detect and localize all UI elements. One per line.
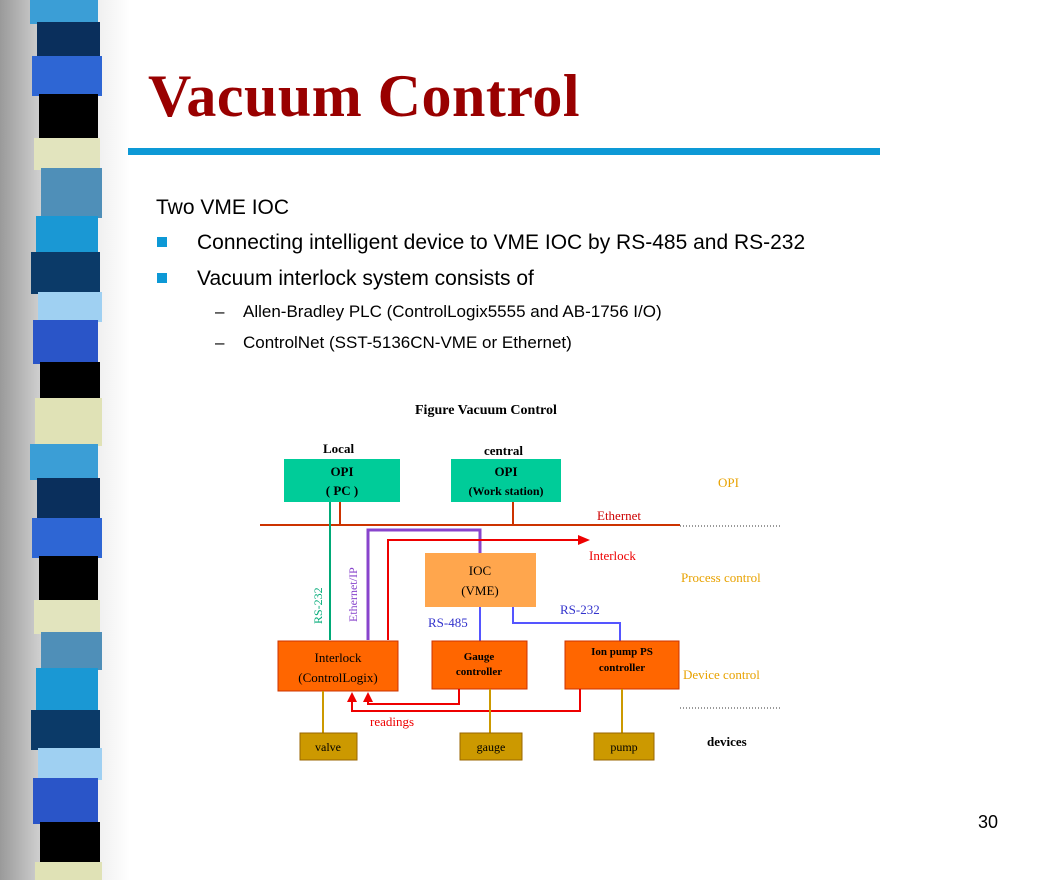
- ionpump-ctrl-line1: Ion pump PS: [591, 646, 653, 658]
- ethernet-ip-vertical-label: Ethernet/IP: [346, 567, 360, 622]
- figure-title: Figure Vacuum Control: [415, 403, 557, 418]
- stripe-block: [38, 292, 102, 322]
- opi-local-line2: ( PC ): [326, 483, 359, 498]
- local-label: Local: [323, 441, 354, 456]
- ioc-line2: (VME): [461, 583, 499, 598]
- interlock-line: [387, 539, 580, 640]
- sub-bullet-dash: –: [215, 333, 225, 352]
- stripe-block: [31, 252, 100, 294]
- stripe-block: [40, 362, 100, 400]
- page-number: 30: [978, 812, 999, 832]
- vacuum-control-diagram: Figure Vacuum Control Local central OPI …: [260, 403, 780, 761]
- stripe-block: [41, 168, 102, 218]
- rs232-ioc-label: RS-232: [560, 602, 600, 617]
- stripe-block: [39, 94, 98, 140]
- bullet-1-text: Connecting intelligent device to VME IOC…: [197, 231, 806, 254]
- gauge-controller-box: [431, 640, 528, 690]
- central-label: central: [484, 443, 523, 458]
- intro-text: Two VME IOC: [156, 196, 290, 219]
- stripe-block: [31, 710, 100, 750]
- decorative-stripe: [0, 0, 130, 880]
- stripe-block: [39, 556, 98, 602]
- interlock-controller-box: [277, 640, 399, 692]
- gauge-ctrl-line2: controller: [456, 666, 502, 678]
- stripe-block: [32, 518, 102, 558]
- stripe-block: [41, 632, 102, 670]
- valve-box: [299, 732, 358, 761]
- readings-arrowhead-1: [347, 692, 357, 702]
- stripe-block: [38, 748, 102, 780]
- stripe-block: [40, 822, 100, 864]
- rs232-vertical-label: RS-232: [311, 587, 325, 624]
- layer-devices-label: devices: [707, 734, 747, 749]
- pump-label: pump: [610, 740, 637, 754]
- opi-local-line1: OPI: [330, 464, 353, 479]
- stripe-block: [36, 668, 98, 712]
- stripe-block: [30, 0, 98, 24]
- stripe-block: [35, 862, 102, 880]
- ioc-line1: IOC: [469, 563, 491, 578]
- stripe-block: [35, 398, 102, 446]
- layer-opi-label: OPI: [718, 475, 739, 490]
- ionpump-controller-box: [564, 640, 680, 690]
- ethernet-ip-line: [366, 528, 482, 640]
- stripe-block: [30, 444, 98, 480]
- valve-label: valve: [315, 740, 341, 754]
- readings-arrowhead-2: [363, 692, 373, 702]
- ionpump-ctrl-line2: controller: [599, 662, 645, 674]
- title-underline: [128, 148, 880, 155]
- pump-box: [593, 732, 655, 761]
- stripe-block: [32, 56, 102, 96]
- layer-process-label: Process control: [681, 570, 761, 585]
- sub-bullet-2-text: ControlNet (SST-5136CN-VME or Ethernet): [243, 333, 572, 352]
- sub-bullet-1-text: Allen-Bradley PLC (ControlLogix5555 and …: [243, 302, 662, 321]
- stripe-block: [33, 320, 98, 364]
- stripe-block: [37, 22, 100, 58]
- opi-local-box: [284, 459, 400, 502]
- opi-central-line1: OPI: [494, 464, 517, 479]
- interlock-label: Interlock: [589, 548, 636, 563]
- stripe-block: [34, 600, 100, 634]
- gauge-ctrl-line1: Gauge: [464, 651, 495, 663]
- opi-central-line2: (Work station): [469, 484, 544, 498]
- readings-label: readings: [370, 714, 414, 729]
- readings-line-ionpump: [351, 689, 581, 712]
- rs232-ioc-line: [512, 607, 621, 641]
- gauge-label: gauge: [477, 740, 506, 754]
- opi-central-box: [451, 459, 561, 502]
- interlock-box-line2: (ControlLogix): [298, 670, 377, 685]
- sub-bullet-dash: –: [215, 302, 225, 321]
- layer-device-label: Device control: [683, 667, 760, 682]
- slide-title: Vacuum Control: [148, 63, 581, 129]
- stripe-block: [33, 778, 98, 824]
- ethernet-label: Ethernet: [597, 508, 641, 523]
- bullet-marker: [157, 237, 167, 247]
- ioc-box: [425, 553, 536, 607]
- interlock-box-line1: Interlock: [315, 650, 362, 665]
- interlock-arrowhead: [578, 535, 590, 545]
- gauge-box: [459, 732, 523, 761]
- stripe-block: [37, 478, 100, 520]
- bullet-2-text: Vacuum interlock system consists of: [197, 267, 534, 290]
- rs485-label: RS-485: [428, 615, 468, 630]
- stripe-block: [34, 138, 100, 170]
- stripe-block: [36, 216, 98, 254]
- bullet-marker: [157, 273, 167, 283]
